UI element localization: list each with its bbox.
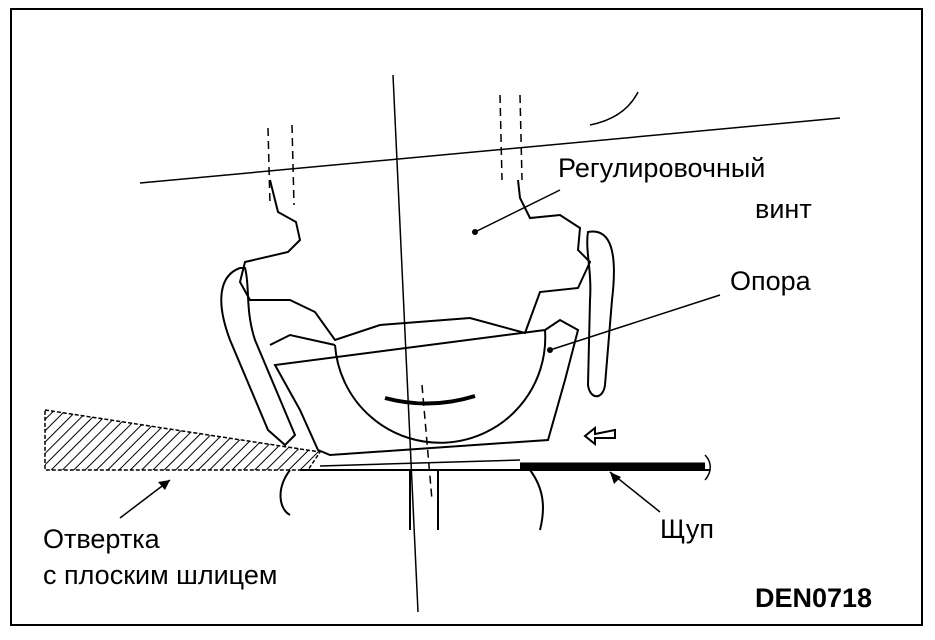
screw-hidden-lines [267,94,523,206]
leader-screwdriver [119,479,171,519]
label-screwdriver-1: Отвертка [43,524,161,554]
adjusting-screw-outline [238,179,592,342]
arrow-feeler-icon [610,472,621,484]
right-clip [586,230,615,398]
leader-screw [474,189,561,233]
label-feeler-gauge: Щуп [660,514,714,544]
frame-border [10,8,923,626]
contact-mark [384,394,476,406]
direction-arrow-icon [583,425,616,447]
leader-dot-screw [472,229,478,235]
label-adjusting-screw-1: Регулировочный [558,153,765,183]
valve-base [279,469,710,531]
left-clip [220,267,297,447]
rocker-arm-curve [589,91,639,126]
support-outline [269,318,580,457]
rocker-arm-edge [139,117,841,184]
leader-dot-support [547,347,553,353]
center-axis [392,74,419,613]
label-screwdriver-2: с плоским шлицем [43,560,277,590]
arrow-screwdriver-icon [158,480,170,490]
gap-line [319,459,521,467]
label-support: Опора [730,266,812,296]
leader-support [549,294,721,351]
ball-joint-arc [334,329,547,444]
screwdriver-wedge [44,409,322,471]
figure-code: DEN0718 [755,583,872,613]
label-adjusting-screw-2: винт [755,194,812,224]
feeler-gauge-end [704,454,711,481]
